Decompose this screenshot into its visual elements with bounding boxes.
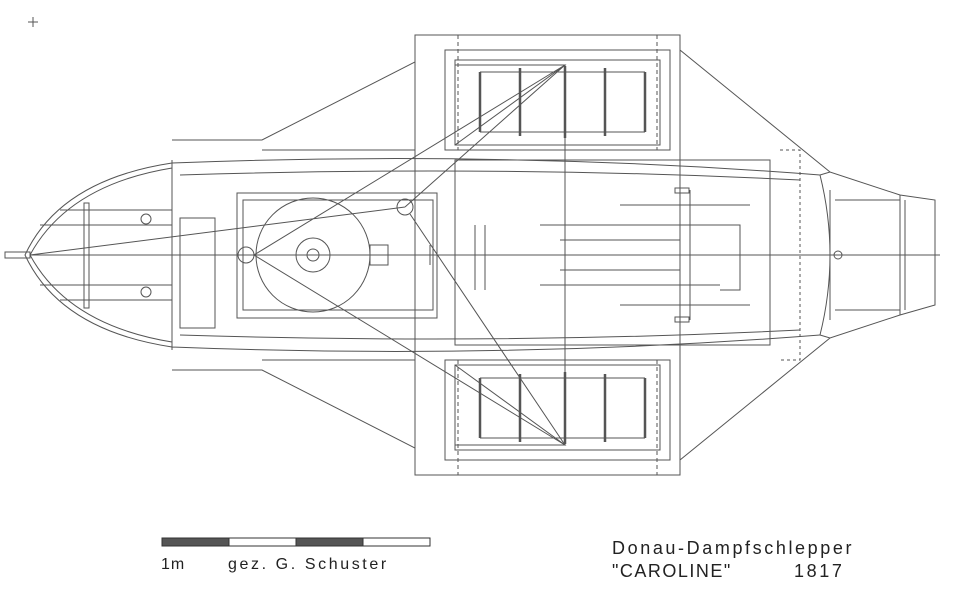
ship-year: 1817 xyxy=(794,561,845,581)
author-credit: gez. G. Schuster xyxy=(228,556,389,573)
rigging-lines xyxy=(29,64,567,446)
scale-bar xyxy=(161,537,431,547)
scale-label: 1m xyxy=(161,556,186,573)
paddle-box-bottom xyxy=(444,359,671,475)
drawing-title: Donau-Dampfschlepper xyxy=(612,538,855,558)
ship-name: "CAROLINE" xyxy=(612,561,732,581)
registration-cross xyxy=(28,17,38,27)
engine-room xyxy=(236,65,771,445)
deck-outline xyxy=(172,34,831,476)
paddle-box-top xyxy=(444,35,671,151)
